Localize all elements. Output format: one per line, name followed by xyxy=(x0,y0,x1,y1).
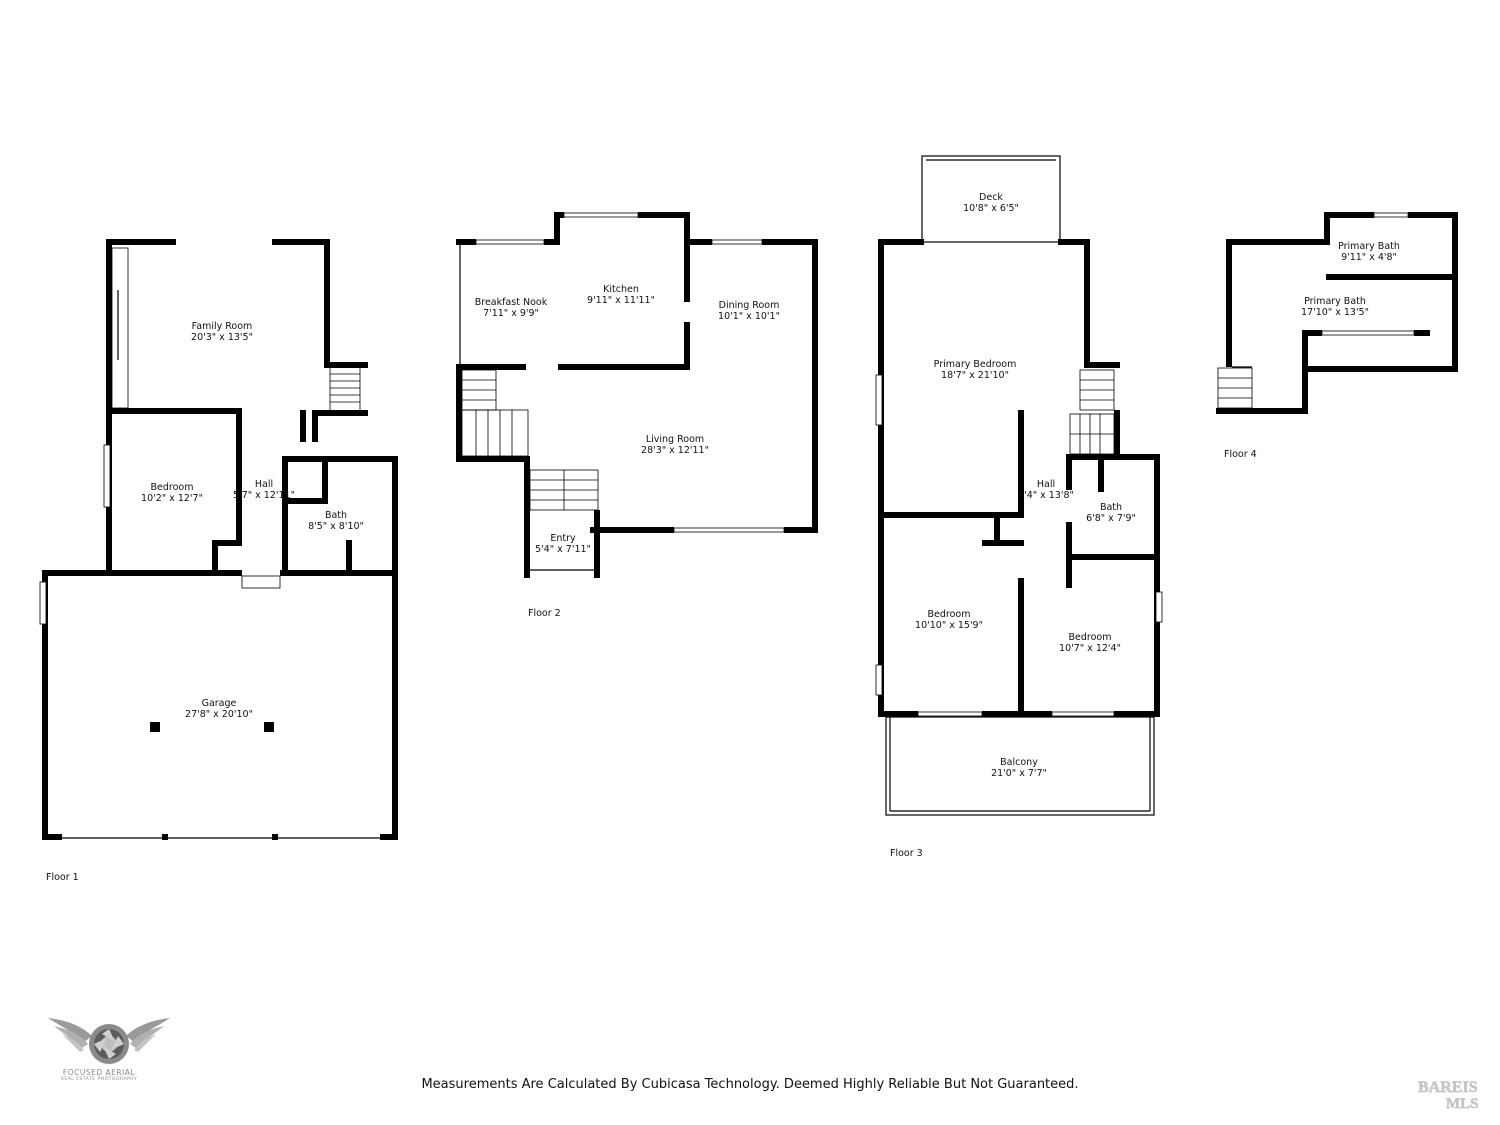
logo-subtitle: REAL ESTATE PHOTOGRAPHY xyxy=(60,1077,138,1082)
room-name: Balcony xyxy=(1000,757,1038,768)
room-dims: 10'7" x 12'4" xyxy=(1059,643,1121,654)
room-name: Living Room xyxy=(646,434,704,445)
room-name: Dining Room xyxy=(719,300,780,311)
svg-text:MLS: MLS xyxy=(1446,1096,1479,1112)
stairs-floor-3 xyxy=(1069,369,1115,455)
svg-text:BAREIS: BAREIS xyxy=(1418,1079,1478,1096)
bareis-mls-logo: BAREIS MLS xyxy=(1418,1079,1479,1112)
room-dims: 10'1" x 10'1" xyxy=(718,311,780,322)
focused-aerial-logo xyxy=(48,1018,170,1064)
room-name: Bath xyxy=(1100,502,1122,513)
room-name: Garage xyxy=(202,698,237,709)
stairs-floor-1 xyxy=(329,368,361,410)
room-dims: 5'4" x 7'11" xyxy=(535,544,591,555)
room-name: Bedroom xyxy=(151,482,194,493)
room-dims: 20'3" x 13'5" xyxy=(191,332,253,343)
room-dims: 17'10" x 13'5" xyxy=(1301,307,1369,318)
room-name: Bedroom xyxy=(1069,632,1112,643)
room-dims: 10'2" x 12'7" xyxy=(141,493,203,504)
room-name: Deck xyxy=(979,192,1003,203)
room-name: Entry xyxy=(550,533,576,544)
room-dims: 10'8" x 6'5" xyxy=(963,203,1019,214)
stairs-floor-2 xyxy=(461,369,599,511)
room-dims: 28'3" x 12'11" xyxy=(641,445,709,456)
floor-3-plan: Deck 10'8" x 6'5" Primary Bedroom 18'7" … xyxy=(875,155,1163,859)
stairs-floor-4 xyxy=(1217,367,1253,409)
room-dims: 7'11" x 9'9" xyxy=(483,308,539,319)
room-name: Family Room xyxy=(192,321,253,332)
floor-2-plan: Breakfast Nook 7'11" x 9'9" Kitchen 9'11… xyxy=(456,212,818,619)
logo-title: FOCUSED AERIAL xyxy=(62,1068,136,1077)
room-name: Hall xyxy=(255,479,273,490)
floor-label: Floor 3 xyxy=(890,848,923,859)
logo-text: FOCUSED AERIAL REAL ESTATE PHOTOGRAPHY xyxy=(44,1068,154,1082)
room-name: Bath xyxy=(325,510,347,521)
room-dims: 9'11" x 11'11" xyxy=(587,295,655,306)
room-dims: 9'11" x 4'8" xyxy=(1341,252,1397,263)
room-name: Breakfast Nook xyxy=(475,297,548,308)
room-dims: 6'8" x 7'9" xyxy=(1086,513,1136,524)
room-name: Hall xyxy=(1037,479,1055,490)
room-dims: 5'7" x 12'11" xyxy=(233,490,295,501)
room-name: Primary Bath xyxy=(1304,296,1366,307)
room-name: Bedroom xyxy=(928,609,971,620)
disclaimer-text: Measurements Are Calculated By Cubicasa … xyxy=(421,1077,1079,1092)
room-name: Kitchen xyxy=(603,284,639,295)
floor-label: Floor 2 xyxy=(528,608,561,619)
floor-label: Floor 4 xyxy=(1224,449,1257,460)
room-dims: 4'4" x 13'8" xyxy=(1018,490,1074,501)
floor-label: Floor 1 xyxy=(46,872,79,883)
floor-1-plan: Family Room 20'3" x 13'5" Bedroom 10'2" … xyxy=(39,239,398,883)
room-dims: 18'7" x 21'10" xyxy=(941,370,1009,381)
room-dims: 8'5" x 8'10" xyxy=(308,521,364,532)
room-dims: 21'0" x 7'7" xyxy=(991,768,1047,779)
room-name: Primary Bedroom xyxy=(934,359,1017,370)
room-dims: 10'10" x 15'9" xyxy=(915,620,983,631)
room-dims: 27'8" x 20'10" xyxy=(185,709,253,720)
floor-4-plan: Primary Bath 9'11" x 4'8" Primary Bath 1… xyxy=(1216,212,1458,460)
room-name: Primary Bath xyxy=(1338,241,1400,252)
